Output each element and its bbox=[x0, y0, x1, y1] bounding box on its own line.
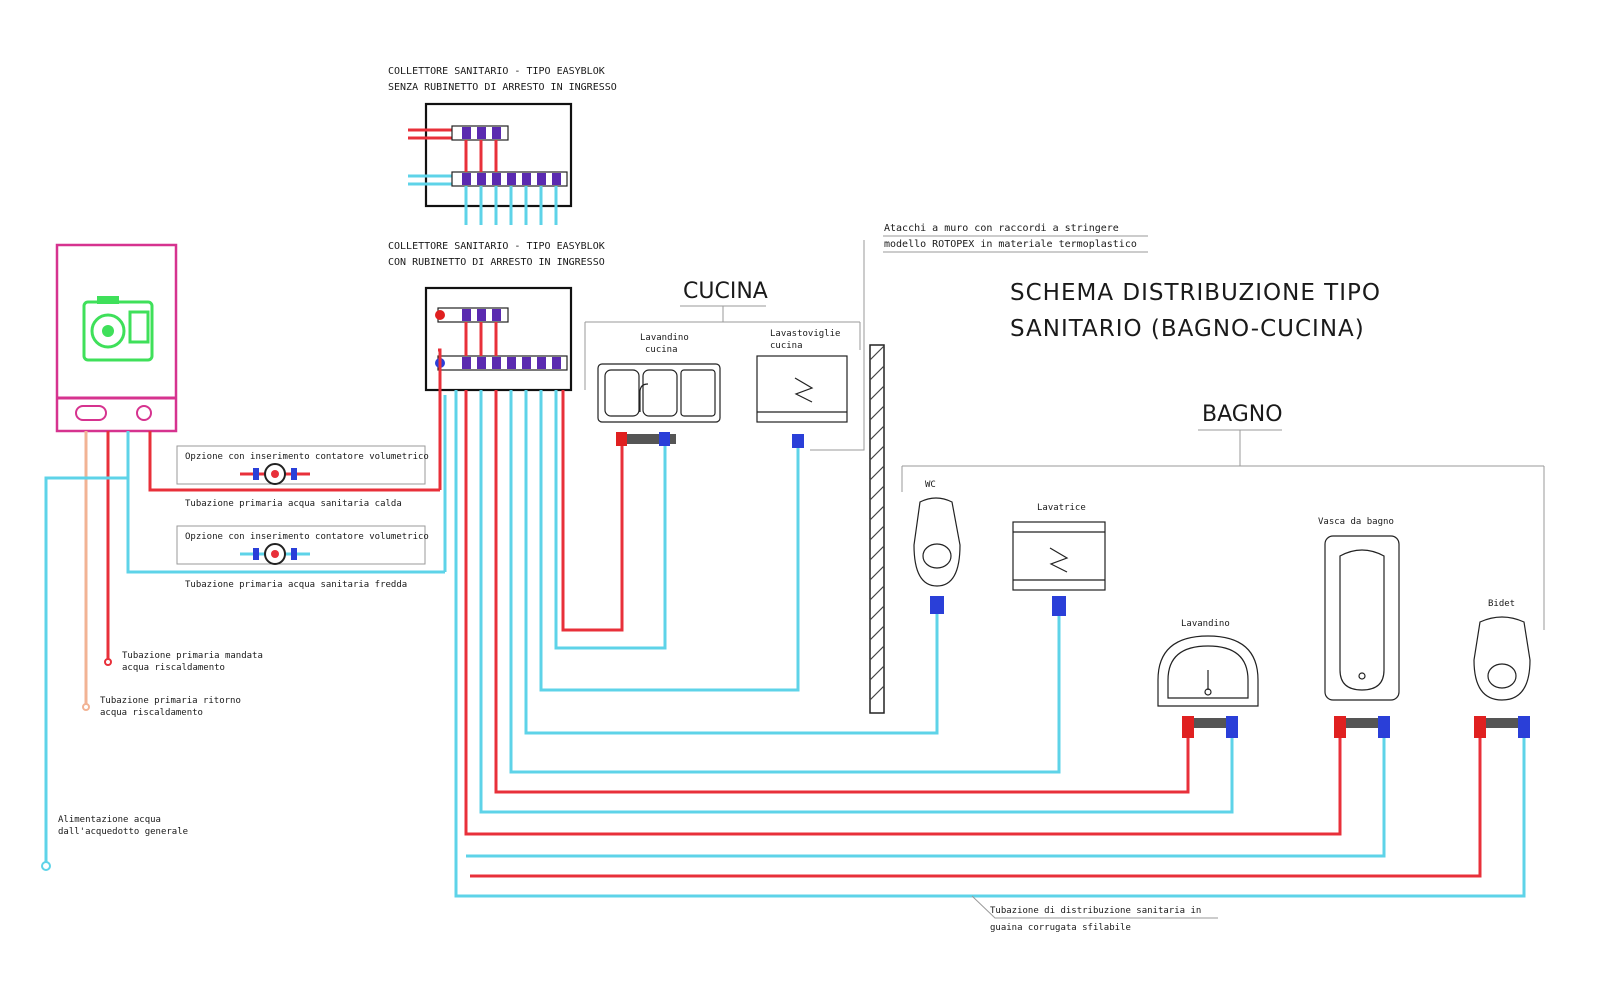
distribution-label-1: Tubazione di distribuzione sanitaria in bbox=[990, 906, 1201, 916]
bidet-valve bbox=[1474, 716, 1530, 738]
washing-machine-icon bbox=[1012, 521, 1106, 591]
basin-valve bbox=[1182, 716, 1238, 738]
washing-machine-valve bbox=[1052, 596, 1066, 616]
boiler-knob-icon bbox=[136, 405, 152, 421]
pump-icon bbox=[82, 296, 154, 362]
section-bagno: BAGNO bbox=[1202, 402, 1283, 427]
bathtub-icon bbox=[1324, 535, 1400, 701]
heating-flow-label-1: Tubazione primaria mandata bbox=[122, 651, 263, 661]
manifold-top bbox=[408, 102, 573, 225]
bathtub-label: Vasca da bagno bbox=[1318, 517, 1394, 527]
section-cucina: CUCINA bbox=[683, 279, 768, 304]
distribution-label-2: guaina corrugata sfilabile bbox=[990, 923, 1131, 933]
meter-option-hot: Opzione con inserimento contatore volume… bbox=[176, 445, 429, 485]
basin-label: Lavandino bbox=[1181, 619, 1230, 629]
wall-note-line2: modello ROTOPEX in materiale termoplasti… bbox=[884, 239, 1137, 250]
supply-label-1: Alimentazione acqua bbox=[58, 815, 161, 825]
heating-return-label-1: Tubazione primaria ritorno bbox=[100, 696, 241, 706]
manifold-bottom-label-2: CON RUBINETTO DI ARRESTO IN INGRESSO bbox=[388, 257, 605, 268]
meter-option-cold: Opzione con inserimento contatore volume… bbox=[176, 525, 429, 565]
wall-hatch bbox=[869, 344, 885, 714]
wc-valve bbox=[930, 596, 944, 614]
wc-label: WC bbox=[925, 480, 936, 490]
diagram-title-line1: SCHEMA DISTRIBUZIONE TIPO bbox=[1010, 280, 1381, 306]
wc-icon bbox=[913, 497, 961, 587]
bidet-icon bbox=[1473, 616, 1531, 701]
diagram-title-line2: SANITARIO (BAGNO-CUCINA) bbox=[1010, 316, 1365, 342]
kitchen-sink-valve bbox=[616, 432, 676, 446]
distribution-pipes bbox=[454, 390, 1526, 898]
kitchen-sink-label-2: cucina bbox=[645, 345, 678, 355]
manifold-bottom-label-1: COLLETTORE SANITARIO - TIPO EASYBLOK bbox=[388, 241, 605, 252]
hot-feed-pipe bbox=[438, 348, 442, 490]
kitchen-sink-label-1: Lavandino bbox=[640, 333, 689, 343]
heating-flow-label-2: acqua riscaldamento bbox=[122, 663, 225, 673]
boiler-unit bbox=[55, 243, 178, 433]
dishwasher-valve bbox=[792, 434, 804, 448]
washing-machine-label: Lavatrice bbox=[1037, 503, 1086, 513]
bagno-bracket bbox=[901, 430, 1545, 630]
dishwasher-label-1: Lavastoviglie bbox=[770, 329, 840, 339]
manifold-top-label-2: SENZA RUBINETTO DI ARRESTO IN INGRESSO bbox=[388, 82, 617, 93]
cold-primary-label: Tubazione primaria acqua sanitaria fredd… bbox=[185, 580, 407, 590]
boiler-display-icon bbox=[75, 405, 107, 421]
meter-hot-icon bbox=[240, 463, 310, 485]
supply-label-2: dall'acquedotto generale bbox=[58, 827, 188, 837]
kitchen-sink-icon bbox=[597, 363, 721, 423]
manifold-top-label-1: COLLETTORE SANITARIO - TIPO EASYBLOK bbox=[388, 66, 605, 77]
meter-option-cold-label: Opzione con inserimento contatore volume… bbox=[185, 532, 429, 542]
manifold-bottom bbox=[424, 286, 573, 392]
supply-pipe bbox=[44, 476, 128, 862]
cucina-bracket bbox=[584, 306, 861, 390]
wall-note-line1: Atacchi a muro con raccordi a stringere bbox=[884, 223, 1119, 234]
basin-icon bbox=[1157, 635, 1259, 707]
dishwasher-icon bbox=[756, 355, 848, 423]
heating-return-label-2: acqua riscaldamento bbox=[100, 708, 203, 718]
meter-cold-icon bbox=[240, 543, 310, 565]
wall-note-leader bbox=[810, 235, 1148, 451]
hot-primary-pipe bbox=[148, 431, 440, 492]
bidet-label: Bidet bbox=[1488, 599, 1515, 609]
dishwasher-label-2: cucina bbox=[770, 341, 803, 351]
hot-primary-label: Tubazione primaria acqua sanitaria calda bbox=[185, 499, 402, 509]
meter-option-hot-label: Opzione con inserimento contatore volume… bbox=[185, 452, 429, 462]
distribution-leader bbox=[971, 895, 1218, 919]
bathtub-valve bbox=[1334, 716, 1390, 738]
